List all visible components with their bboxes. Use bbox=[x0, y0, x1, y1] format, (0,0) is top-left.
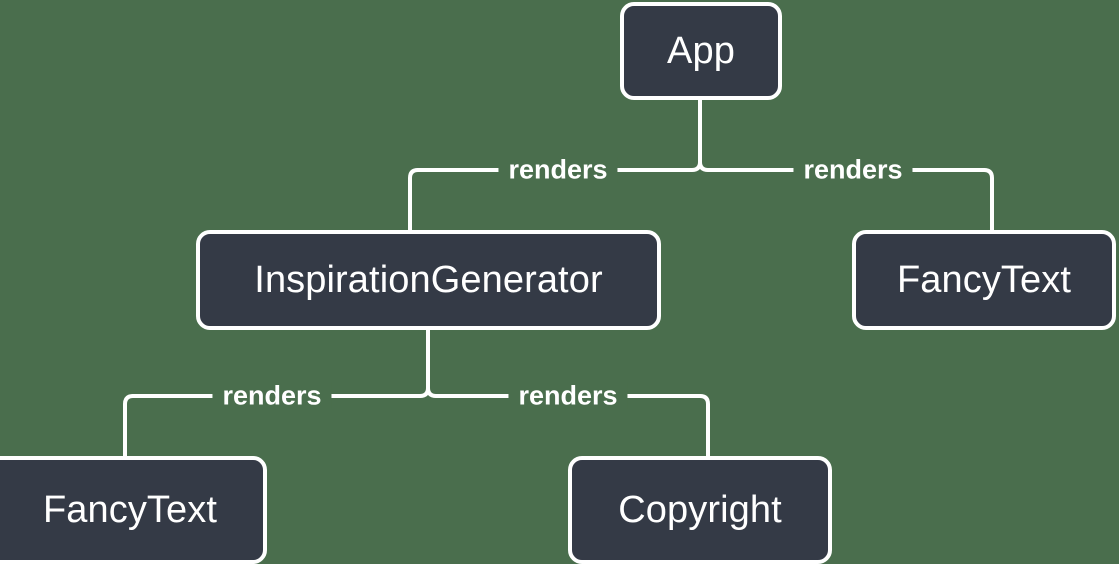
edge-to-inspiration-drop bbox=[408, 168, 420, 232]
edge-to-fancytext-right-drop bbox=[982, 168, 994, 232]
edge-label-inspiration-to-copyright: renders bbox=[508, 382, 628, 410]
edge-inspiration-bus-right bbox=[426, 386, 702, 398]
node-fancytext-right[interactable]: FancyText bbox=[852, 230, 1116, 330]
node-fancytext-left-label: FancyText bbox=[42, 488, 218, 531]
edge-app-bus-right bbox=[698, 160, 986, 172]
node-copyright[interactable]: Copyright bbox=[568, 456, 832, 564]
node-app[interactable]: App bbox=[620, 2, 782, 100]
node-fancytext-left[interactable]: FancyText bbox=[0, 456, 267, 564]
node-app-label: App bbox=[667, 29, 735, 72]
edge-to-copyright-drop bbox=[698, 394, 710, 458]
node-inspiration-generator-label: InspirationGenerator bbox=[254, 258, 603, 301]
edge-label-inspiration-to-fancytext: renders bbox=[212, 382, 332, 410]
edge-label-app-to-inspiration: renders bbox=[498, 156, 618, 184]
edge-to-fancytext-left-drop bbox=[123, 394, 135, 458]
node-copyright-label: Copyright bbox=[618, 488, 782, 531]
node-inspiration-generator[interactable]: InspirationGenerator bbox=[196, 230, 661, 330]
edge-label-app-to-fancytext: renders bbox=[793, 156, 913, 184]
node-fancytext-right-label: FancyText bbox=[896, 258, 1072, 301]
